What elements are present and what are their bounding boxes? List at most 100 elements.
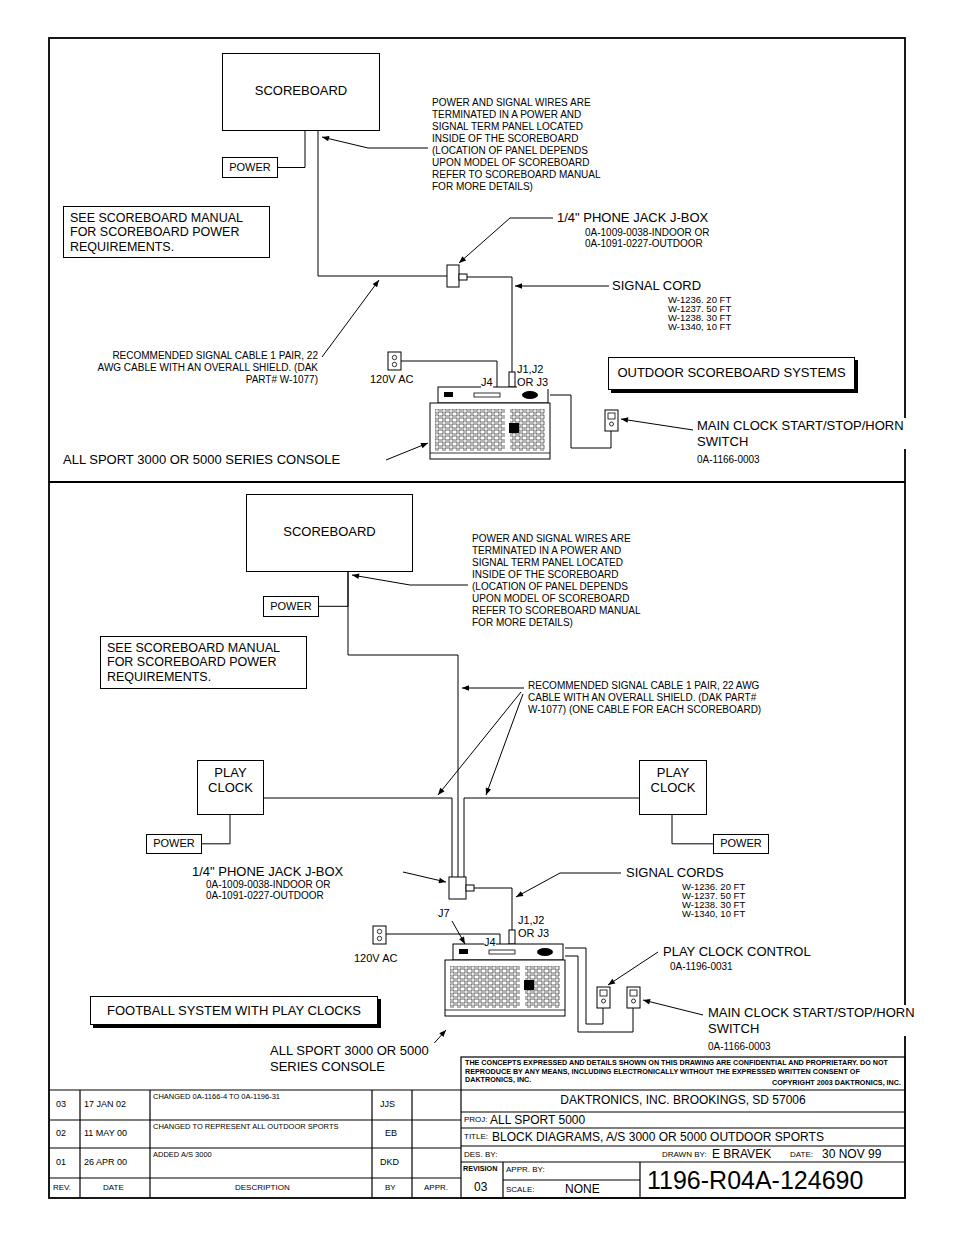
leader-lines [459,218,553,263]
wiring [449,877,466,899]
title-block-grid [461,1127,905,1128]
title-block-cell: COPYRIGHT 2003 DAKTRONICS, INC. [772,1079,901,1088]
title-block-grid [49,1147,461,1148]
title-block-grid [49,1057,905,1198]
part-number: 0A-1091-0227-OUTDOOR [585,238,703,250]
title-block-cell: DATE: [790,1150,813,1160]
wiring [509,930,515,944]
title-block-cell: NONE [565,1182,600,1196]
title-block-cell: 30 NOV 99 [822,1147,881,1161]
power-box: POWER [713,834,769,854]
line-art [627,987,640,1008]
leader-lines [322,137,703,1050]
system-title-box: FOOTBALL SYSTEM WITH PLAY CLOCKS [90,996,378,1025]
power-wire [672,815,713,844]
title-block-cell: PROJ: [464,1115,488,1125]
title-block-grid [371,1090,372,1198]
wiring [550,395,611,448]
jack-name: J7 [438,907,450,920]
wiring [459,274,467,280]
title-block-grid [639,1162,640,1198]
title-block-grid [49,1089,461,1090]
box-text: SCOREBOARD [283,525,375,540]
revision-cell: DATE [103,1183,124,1193]
play-clock-box: PLAY CLOCK [639,760,707,815]
sheet-border [49,481,905,483]
revision-cell: EB [385,1128,397,1139]
wiring [447,265,459,287]
system-title-box: OUTDOOR SCOREBOARD SYSTEMS [608,357,855,390]
line-art [605,410,618,431]
callout-text: MAIN CLOCK START/STOP/HORN SWITCH [708,1005,918,1036]
cable-note: RECOMMENDED SIGNAL CABLE 1 PAIR, 22 AWG … [528,680,768,716]
wiring [318,131,447,276]
leader-lines [322,137,428,148]
title-block-cell: DES. BY: [464,1150,497,1160]
title-block-cell: 03 [474,1180,487,1194]
power-wire [278,131,305,168]
play-clock-box: PLAY CLOCK [197,760,264,815]
callout-text: SIGNAL CORDS [626,865,724,881]
leader-lines [322,280,379,357]
title-block-cell: TITLE: [464,1132,488,1142]
callout-text: 1/4" PHONE JACK J-BOX [557,210,708,226]
title-block-grid [461,1057,905,1198]
revision-cell: ADDED A/S 3000 [153,1150,369,1159]
voltage-label: 120V AC [370,373,413,386]
wiring [565,956,633,1032]
leader-lines [515,286,609,287]
wiring [466,885,474,891]
title-block-grid [149,1090,150,1198]
line-art [430,387,550,459]
title-block-cell: APPR. BY: [506,1165,545,1175]
callout-text: MAIN CLOCK START/STOP/HORN SWITCH [697,418,907,449]
revision-cell: REV. [53,1183,71,1193]
leader-lines [516,873,621,897]
leader-lines [438,692,521,795]
revision-cell: DESCRIPTION [235,1183,290,1193]
title-block-grid [49,1119,461,1120]
power-box: POWER [222,157,278,178]
title-block-cell: ALL SPORT 5000 [490,1113,585,1127]
callout-text: ALL SPORT 3000 OR 5000 SERIES CONSOLE [63,452,340,468]
title-block-cell: BLOCK DIAGRAMS, A/S 3000 OR 5000 OUTDOOR… [492,1130,824,1144]
part-number: W-1340, 10 FT [668,321,731,332]
leader-lines [621,419,693,430]
revision-cell: CHANGED TO REPRESENT ALL OUTDOOR SPORTS [153,1122,369,1131]
revision-cell: DKD [380,1157,399,1168]
callout-text: 1/4" PHONE JACK J-BOX [192,864,343,880]
box-text: FOOTBALL SYSTEM WITH PLAY CLOCKS [107,1004,361,1019]
title-block-grid [461,1089,905,1090]
callout-text: PLAY CLOCK CONTROL [663,944,811,960]
line-art [597,987,610,1008]
title-block-grid [411,1090,412,1198]
scoreboard-box: SCOREBOARD [246,494,413,572]
revision-cell: JJS [380,1099,395,1110]
voltage-label: 120V AC [354,952,397,965]
line-art [388,352,401,370]
jack-name: J1,J2 OR J3 [518,914,562,940]
box-text: OUTDOOR SCOREBOARD SYSTEMS [617,366,845,381]
leader-lines [486,694,523,795]
wiring [348,572,458,877]
revision-cell: APPR. [424,1183,448,1193]
power-box: POWER [146,834,202,854]
note-box: SEE SCOREBOARD MANUAL FOR SCOREBOARD POW… [63,206,270,258]
revision-cell: 26 APR 00 [84,1157,127,1168]
box-text: POWER [270,600,312,613]
title-block-grid [502,1162,503,1198]
box-text: SCOREBOARD [255,84,347,99]
title-block-cell: E BRAVEK [712,1147,771,1161]
part-number: W-1340, 10 FT [682,908,745,919]
box-text: PLAY CLOCK [646,766,700,796]
wiring [509,372,515,387]
line-art [373,926,386,944]
leader-lines [643,1000,703,1015]
power-wire [319,572,348,606]
power-wire [202,815,230,844]
wiring [386,934,500,944]
part-number: 0A-1091-0227-OUTDOOR [206,890,324,902]
box-text: PLAY CLOCK [204,766,257,796]
revision-cell: CHANGED 0A-1166-4 TO 0A-1196-31 [153,1092,369,1101]
